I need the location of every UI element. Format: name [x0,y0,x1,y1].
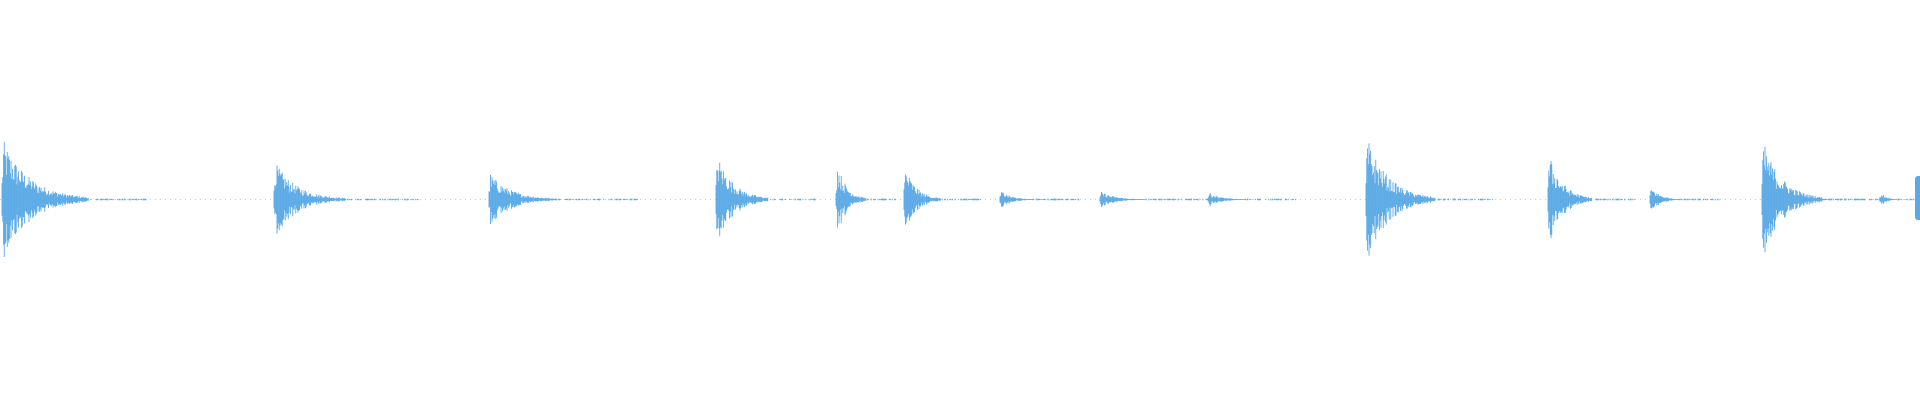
waveform-path-group [1,142,1919,257]
playhead-handle[interactable] [1915,176,1920,220]
